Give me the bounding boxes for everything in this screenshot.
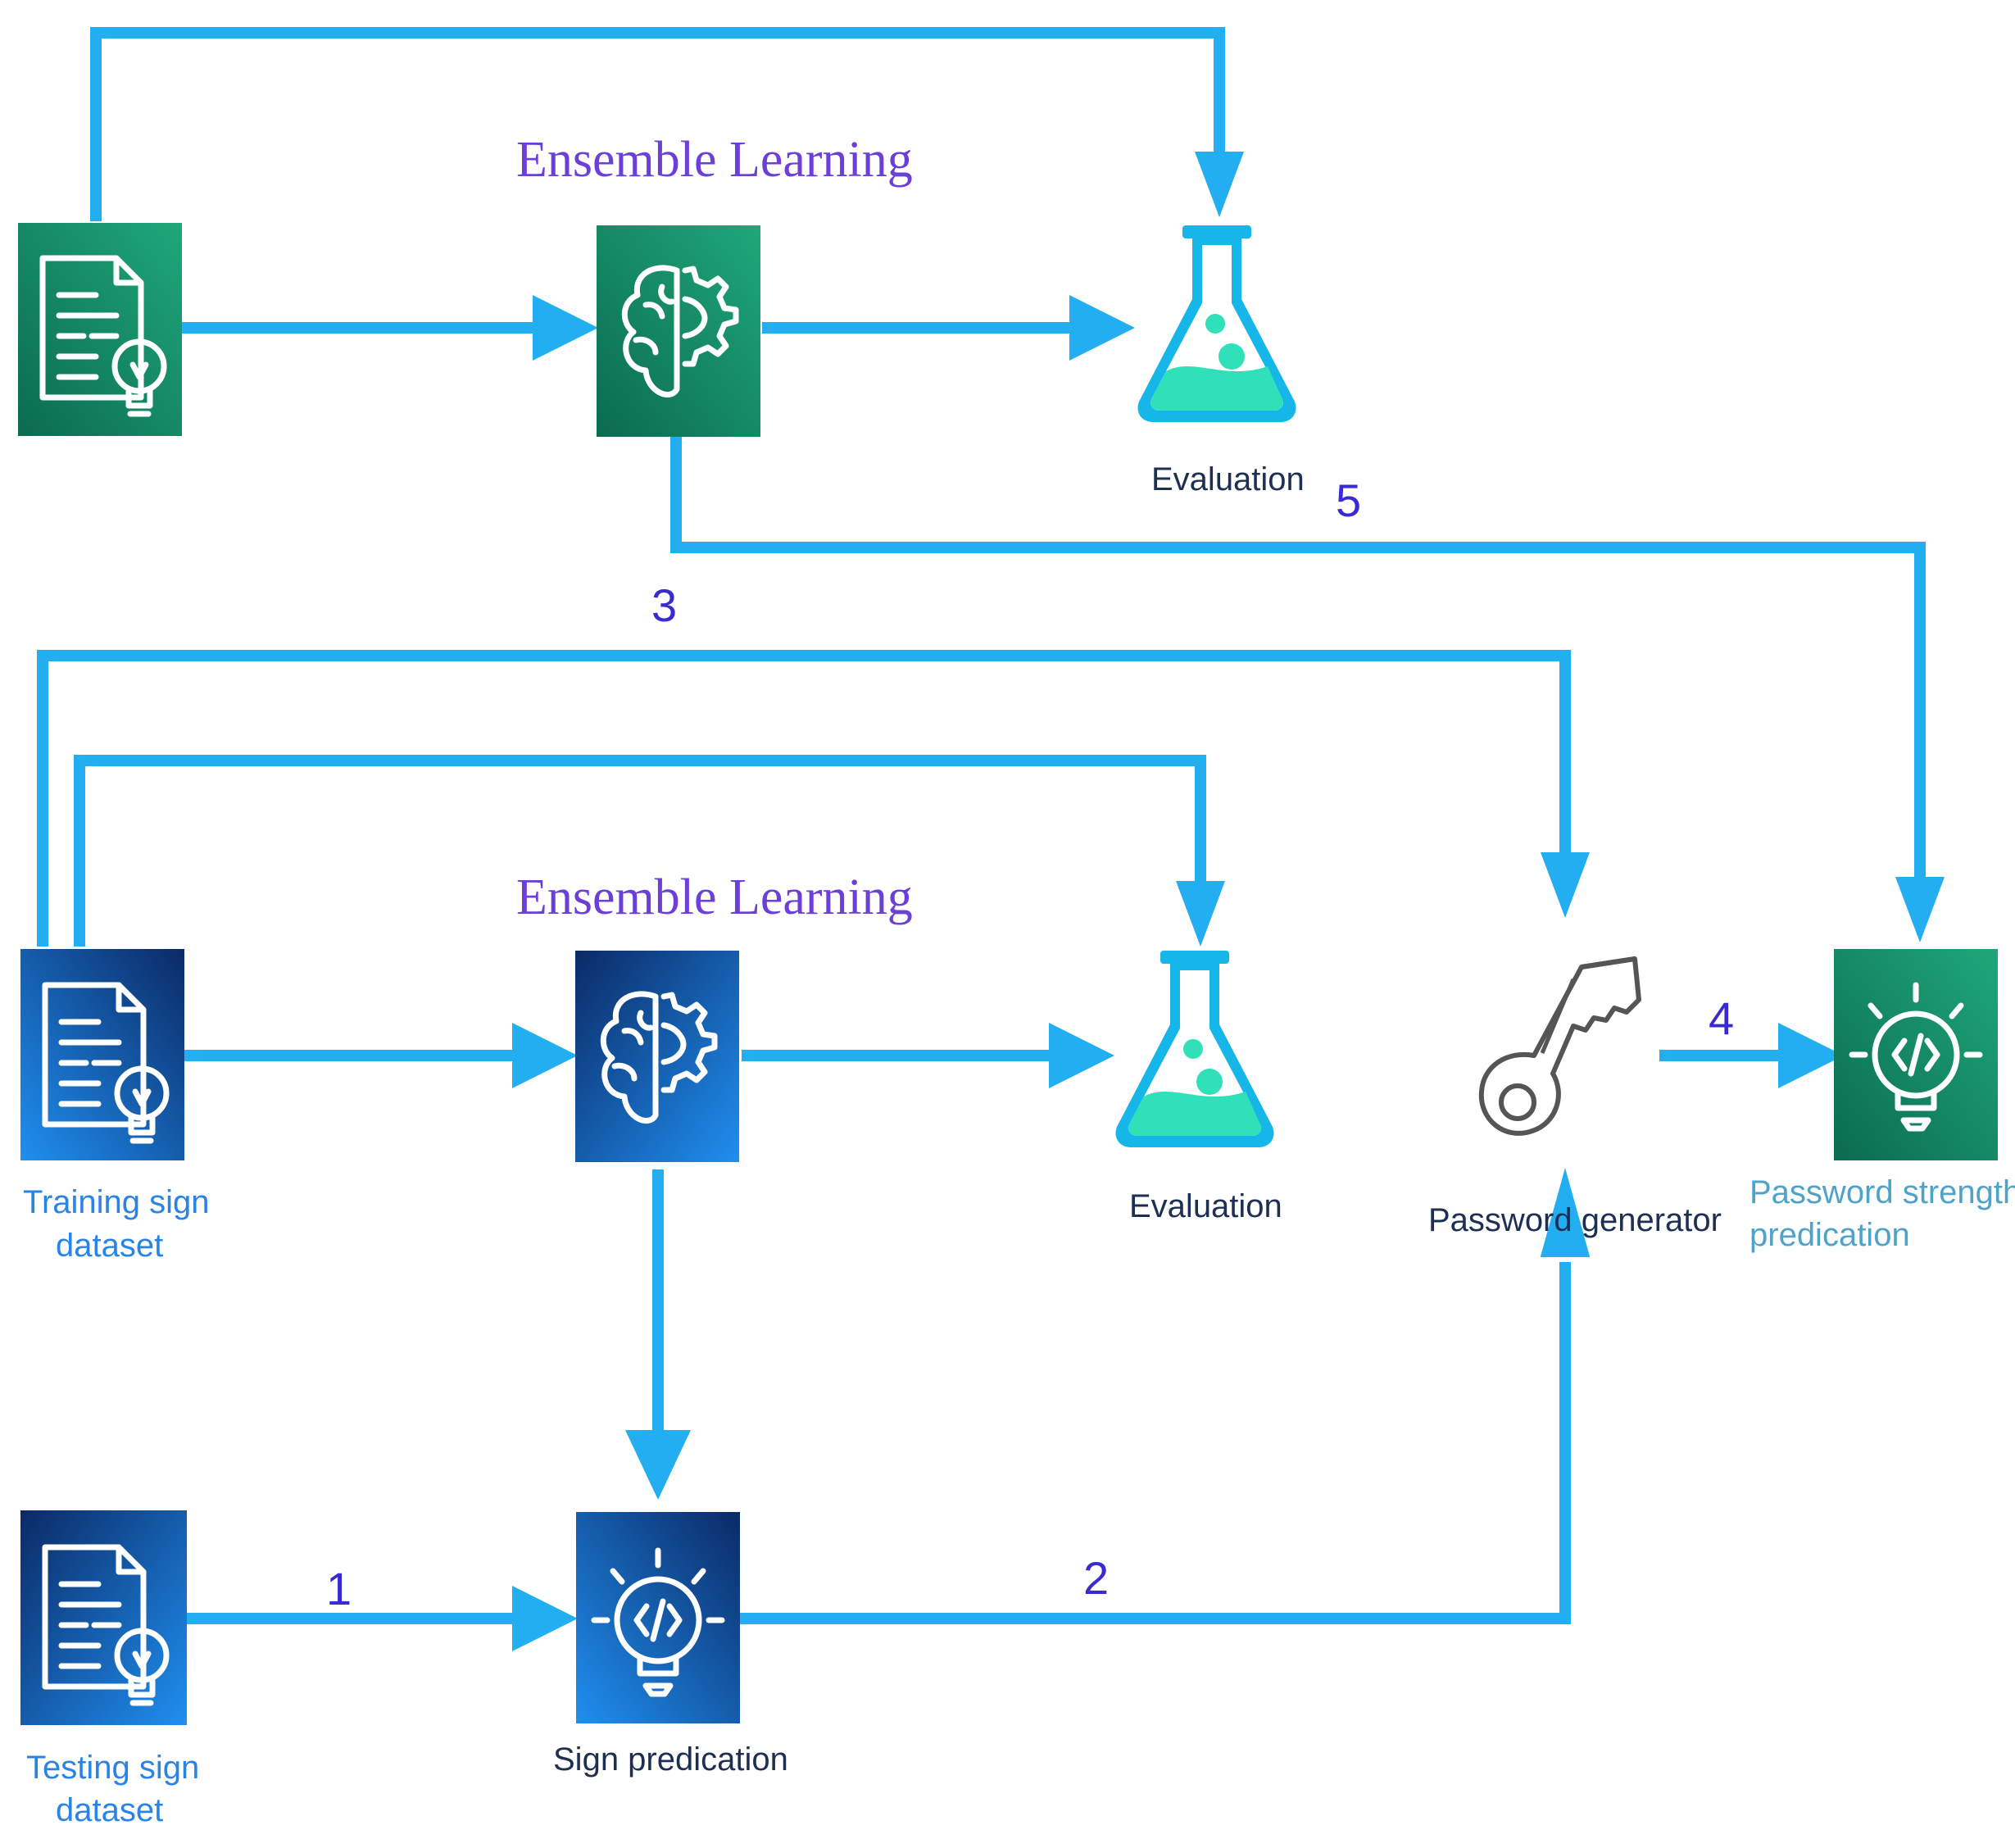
arrowhead	[1176, 881, 1225, 947]
node-training-dataset	[20, 949, 184, 1160]
connector-step2	[740, 1262, 1571, 1624]
arrowhead	[1049, 1023, 1114, 1088]
connector-training-to-eval	[74, 755, 1206, 947]
node-ensemble	[575, 951, 739, 1162]
node-top-dataset	[18, 223, 182, 436]
arrowhead	[1541, 852, 1590, 918]
node-top-evaluation	[1137, 225, 1296, 422]
node-top-ensemble	[597, 225, 760, 437]
key-icon	[1478, 956, 1641, 1136]
connector-step3	[37, 650, 1571, 947]
sign-prediction-label: Sign predication	[553, 1741, 788, 1778]
node-evaluation	[1115, 951, 1274, 1147]
step-number-3: 3	[651, 579, 677, 631]
testing-dataset-label-line2: dataset	[56, 1792, 163, 1828]
connector-step5	[670, 437, 1926, 893]
node-password-generator	[1478, 956, 1641, 1136]
arrowhead	[625, 1430, 691, 1500]
evaluation-top-label: Evaluation	[1151, 461, 1305, 497]
connectors	[37, 27, 1945, 1651]
ensemble-learning-bottom-label: Ensemble Learning	[516, 870, 913, 925]
arrowhead	[1069, 295, 1135, 361]
arrowhead	[1895, 877, 1945, 942]
step-number-4: 4	[1709, 992, 1734, 1044]
step-number-5: 5	[1336, 474, 1361, 526]
arrowhead	[512, 1023, 578, 1088]
password-strength-label-line2: predication	[1750, 1217, 1910, 1253]
node-testing-dataset	[20, 1510, 187, 1725]
training-dataset-label-line2: dataset	[56, 1228, 163, 1264]
evaluation-bottom-label: Evaluation	[1129, 1188, 1282, 1224]
ensemble-learning-top-label: Ensemble Learning	[516, 132, 913, 188]
training-dataset-label-line1: Training sign	[23, 1184, 210, 1220]
step-number-2: 2	[1083, 1552, 1109, 1604]
arrowhead	[1540, 1168, 1591, 1257]
node-sign-prediction	[576, 1512, 740, 1723]
flask-icon	[1115, 951, 1274, 1147]
arrowhead	[533, 295, 598, 361]
step-number-1: 1	[326, 1563, 352, 1614]
flask-icon	[1137, 225, 1296, 422]
testing-dataset-label-line1: Testing sign	[26, 1750, 199, 1786]
password-strength-label-line1: Password strength	[1750, 1174, 2015, 1210]
node-password-strength	[1834, 949, 1998, 1160]
connector-top-dataset-to-eval	[90, 27, 1225, 221]
arrowhead	[1778, 1023, 1844, 1088]
arrowhead	[512, 1586, 578, 1651]
arrowhead	[1195, 152, 1244, 217]
password-generator-label: Password generator	[1428, 1202, 1722, 1238]
